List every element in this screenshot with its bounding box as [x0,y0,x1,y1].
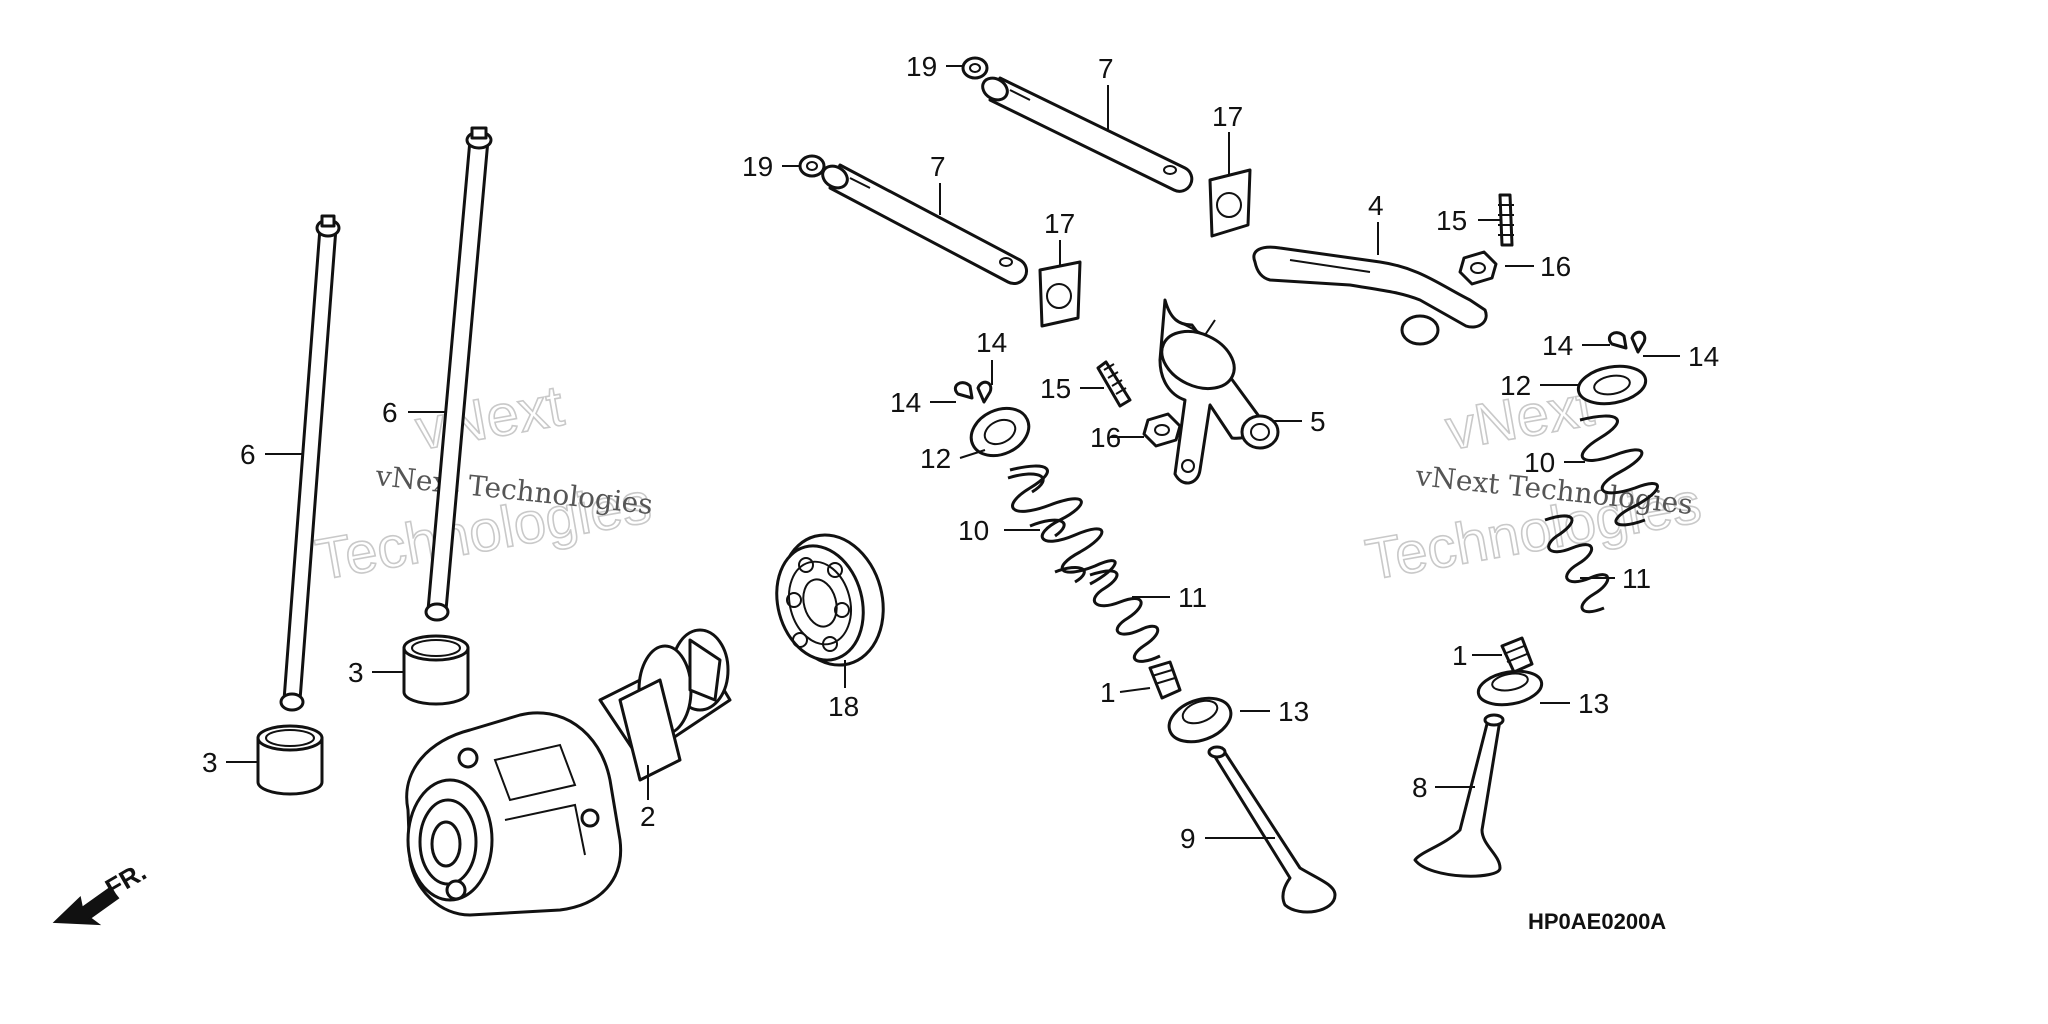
lock-nut-right [1458,250,1498,286]
front-direction-marker: FR. [52,856,151,926]
shaft-plate-upper [1208,168,1252,238]
push-rod-right [424,126,493,622]
inner-spring-left [1089,569,1161,663]
callout-6: 6 [382,397,398,428]
rocker-arm-lower [1158,298,1280,485]
push-rod-left [279,214,341,712]
callout-2: 2 [640,801,656,832]
callout-14: 14 [1688,341,1719,372]
callout-9: 9 [1180,823,1196,854]
camshaft [405,628,732,917]
callout-18: 18 [828,691,859,722]
rocker-shaft-lower [821,163,1029,286]
callout-14: 14 [890,387,921,418]
outer-spring-right [1579,414,1659,527]
callout-7: 7 [1098,53,1114,84]
lifter-right [402,634,470,706]
washer-lower [798,154,826,178]
diagram-code: HP0AE0200A [1528,909,1666,934]
callout-8: 8 [1412,772,1428,803]
retainer-right [1576,364,1648,406]
callout-15: 15 [1436,205,1467,236]
callout-11: 11 [1178,582,1207,613]
outer-spring-left [1007,464,1117,586]
callout-14: 14 [976,327,1007,358]
shaft-plate-lower [1038,260,1082,328]
adjuster-screw-right [1498,193,1514,247]
callout-10: 10 [958,515,989,546]
inner-spring-right [1544,514,1610,614]
callout-17: 17 [1212,101,1243,132]
adjuster-screw-left [1096,360,1132,408]
callout-3: 3 [202,747,218,778]
callout-17: 17 [1044,208,1075,239]
callout-4: 4 [1368,190,1384,221]
callout-12: 12 [920,443,951,474]
callout-10: 10 [1524,447,1555,478]
leader-lines [226,65,1680,839]
callout-14: 14 [1542,330,1573,361]
callout-15: 15 [1040,373,1071,404]
callout-13: 13 [1578,688,1609,719]
callout-11: 11 [1622,563,1651,594]
callout-6: 6 [240,439,256,470]
watermark-big-top: vNext [411,373,568,463]
callout-19: 19 [742,151,773,182]
valve-seal-left [1148,660,1182,700]
bearing [775,533,885,667]
callout-13: 13 [1278,696,1309,727]
watermark-left: vNext Technologies vNext Technologies [310,372,656,593]
exhaust-valve [1207,745,1337,914]
callout-19: 19 [906,51,937,82]
callout-7: 7 [930,151,946,182]
valve-seal-right [1500,636,1534,674]
callout-16: 16 [1540,251,1571,282]
callout-5: 5 [1310,406,1326,437]
retainer-left [969,406,1031,458]
cotter-right [1607,330,1647,354]
rocker-shaft-upper [981,76,1194,193]
callouts: 6 6 3 3 2 18 19 19 7 7 17 17 4 5 15 16 1… [202,51,1719,854]
washer-upper [961,56,989,80]
callout-1: 1 [1452,640,1468,671]
callout-16: 16 [1090,422,1121,453]
callout-3: 3 [348,657,364,688]
rocker-arm-upper [1252,245,1488,346]
lifter-left [256,724,324,796]
lock-nut-left [1142,412,1182,448]
spring-seat-left [1167,696,1233,744]
intake-valve [1413,713,1505,878]
callout-1: 1 [1100,677,1116,708]
front-arrow-icon [52,886,120,926]
cotter-left [953,380,993,404]
spring-seat-right [1476,669,1544,707]
callout-12: 12 [1500,370,1531,401]
